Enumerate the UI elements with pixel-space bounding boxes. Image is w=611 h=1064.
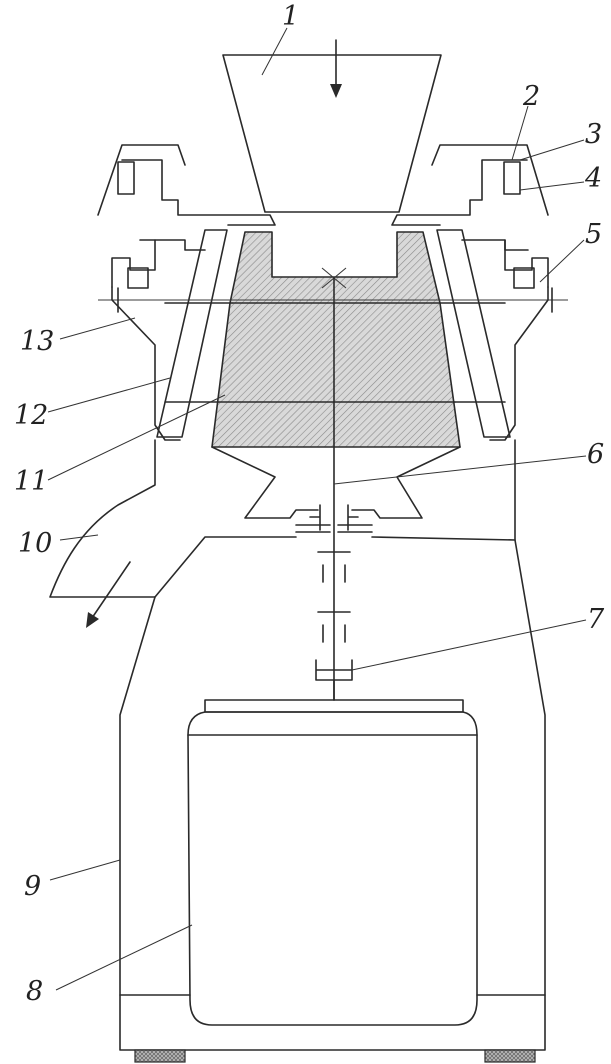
part-labels: 1 2 3 4 5 6 7 8 9 10 11 12 13 [14,1,605,1007]
discharge-arrow-icon [86,612,99,628]
label-6: 6 [587,439,604,470]
label-2: 2 [522,81,540,112]
label-5: 5 [585,219,602,250]
feed-hopper [222,39,442,213]
label-1: 1 [282,1,299,32]
inner-cone [156,229,511,438]
label-10: 10 [18,528,52,559]
label-8: 8 [26,976,43,1007]
right-foot [484,1049,536,1063]
label-3: 3 [585,119,602,150]
label-12: 12 [14,400,48,431]
label-4: 4 [584,163,602,194]
feed-arrow-icon [330,84,342,98]
label-9: 9 [24,871,41,902]
rotor [211,231,461,519]
leader-lines [47,27,587,991]
label-7: 7 [587,604,605,635]
label-11: 11 [14,466,48,497]
shaft [295,277,373,701]
left-foot [134,1049,186,1063]
label-13: 13 [20,326,54,357]
upper-housing [97,144,568,441]
motor [187,699,478,1026]
housing-body [49,439,546,1063]
